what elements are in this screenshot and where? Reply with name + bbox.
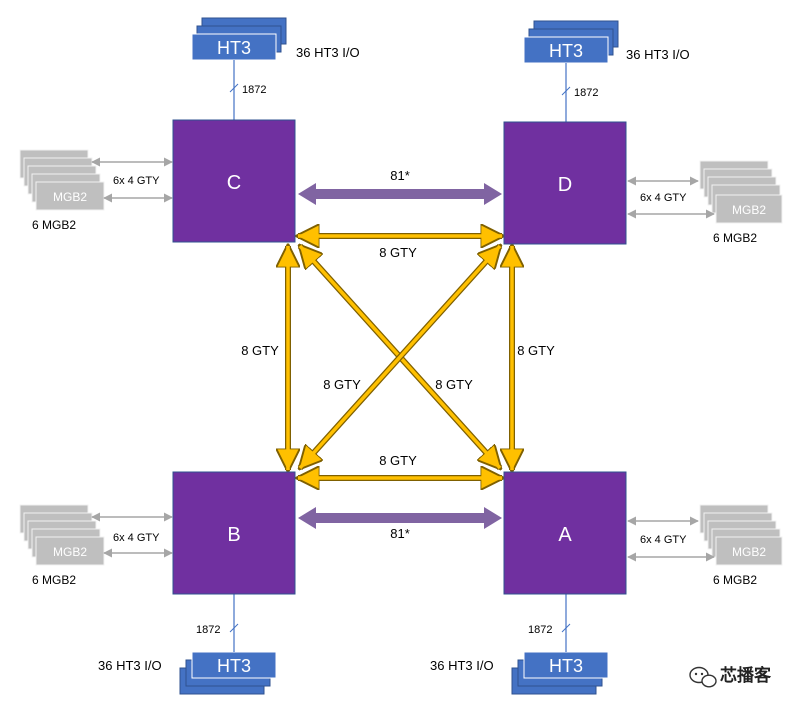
mgb2-label: MGB2	[53, 545, 87, 559]
node-b-label: B	[227, 524, 240, 546]
gty-bottom-label: 8 GTY	[379, 453, 417, 468]
mgb2-link-d: 6x 4 GTY	[640, 192, 687, 204]
node-b: B	[172, 471, 296, 595]
node-c: C	[172, 119, 296, 243]
purple-top-label: 81*	[390, 168, 410, 183]
mgb2-count-c: 6 MGB2	[32, 218, 76, 232]
gty-right-label: 8 GTY	[517, 343, 555, 358]
ht3-io-label-a: 36 HT3 I/O	[430, 658, 494, 673]
mgb2-label: MGB2	[53, 190, 87, 204]
mgb2-count-a: 6 MGB2	[713, 573, 757, 587]
ht3-io-label-b: 36 HT3 I/O	[98, 658, 162, 673]
purple-links	[298, 183, 502, 529]
node-c-label: C	[227, 172, 241, 194]
mgb2-link-b: 6x 4 GTY	[113, 532, 160, 544]
node-d: D	[503, 121, 627, 245]
ht3-stack-a: HT3	[511, 651, 609, 695]
mgb2-link-a: 6x 4 GTY	[640, 534, 687, 546]
gty-links	[288, 236, 512, 478]
line-count-c: 1872	[242, 84, 266, 96]
watermark-text: 芯播客	[720, 665, 772, 686]
mgb2-count-d: 6 MGB2	[713, 231, 757, 245]
node-a-label: A	[558, 524, 572, 546]
mgb2-stack-c: MGB2	[19, 149, 105, 211]
ht3-stack-c: HT3	[191, 17, 287, 61]
gty-diag-left-label: 8 GTY	[323, 377, 361, 392]
node-d-label: D	[558, 174, 572, 196]
gty-top-label: 8 GTY	[379, 245, 417, 260]
ht3-io-label-d: 36 HT3 I/O	[626, 47, 690, 62]
mgb2-link-c: 6x 4 GTY	[113, 175, 160, 187]
ht3-label: HT3	[217, 38, 251, 58]
line-count-b: 1872	[196, 624, 220, 636]
ht3-stack-d: HT3	[523, 20, 619, 64]
mgb2-label: MGB2	[732, 545, 766, 559]
ht3-stack-b: HT3	[179, 651, 277, 695]
ht3-label: HT3	[217, 656, 251, 676]
purple-bottom-label: 81*	[390, 526, 410, 541]
mgb2-count-b: 6 MGB2	[32, 573, 76, 587]
node-a: A	[503, 471, 627, 595]
mgb2-stack-d: MGB2	[699, 160, 783, 224]
line-count-d: 1872	[574, 87, 598, 99]
gty-left-label: 8 GTY	[241, 343, 279, 358]
line-count-a: 1872	[528, 624, 552, 636]
mgb2-label: MGB2	[732, 203, 766, 217]
wechat-icon	[689, 666, 717, 688]
watermark: 芯播客	[689, 665, 772, 688]
ht3-label: HT3	[549, 41, 583, 61]
ht3-io-label-c: 36 HT3 I/O	[296, 45, 360, 60]
ht3-label: HT3	[549, 656, 583, 676]
gty-diag-right-label: 8 GTY	[435, 377, 473, 392]
mgb2-stack-b: MGB2	[19, 504, 105, 566]
mgb2-stack-a: MGB2	[699, 504, 783, 566]
